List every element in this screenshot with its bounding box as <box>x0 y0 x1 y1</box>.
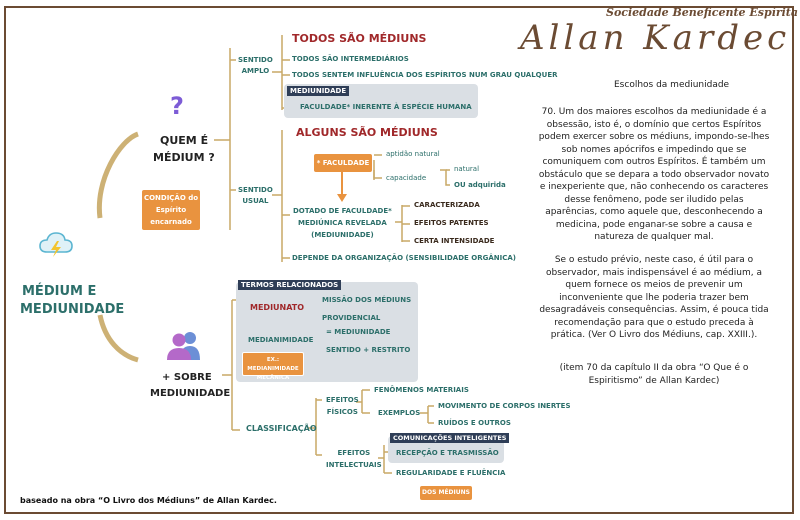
allan-kardec-logo: Allan Kardec <box>520 18 791 58</box>
panel-paragraph-2: Se o estudo prévio, neste caso, é útil p… <box>539 255 769 340</box>
footer-credit: baseado na obra “O Livro dos Médiuns” de… <box>20 496 277 505</box>
todos-title: TODOS SÃO MÉDIUNS <box>292 32 427 45</box>
dos-mediuns-box: DOS MÉDIUNS <box>420 486 472 500</box>
certa-intensidade: CERTA INTENSIDADE <box>414 237 495 245</box>
quem-label-line2: MÉDIUM ? <box>153 151 215 164</box>
regularidade-label: REGULARIDADE E FLUÊNCIA <box>396 469 506 477</box>
comunicacoes-tag: COMUNICAÇÕES INTELIGENTES <box>390 433 510 443</box>
caracterizada: CARACTERIZADA <box>414 201 480 209</box>
sobre-label-line1: + SOBRE <box>162 372 212 383</box>
page-border <box>4 6 794 514</box>
panel-paragraph-3: (item 70 da capítulo II da obra “O Que é… <box>559 363 749 386</box>
mediunato-item-2: PROVIDENCIAL <box>322 314 381 322</box>
sobre-label-line2: MEDIUNIDADE <box>150 388 231 399</box>
quem-label-line1: QUEM É <box>160 134 209 147</box>
root-label-line1: MÉDIUM E <box>22 284 97 299</box>
medianimidade-item-2: SENTIDO + RESTRITO <box>326 346 411 354</box>
classificacao-label: CLASSIFICAÇÃO <box>246 424 317 433</box>
capacidade-label: capacidade <box>386 174 427 182</box>
recepcao-label: RECEPÇÃO E TRASMISSÃO <box>396 449 499 457</box>
faculdade-box: * FACULDADE <box>314 154 372 172</box>
question-mark-icon: ? <box>170 92 184 120</box>
root-label-line2: MEDIUNIDADE <box>20 302 125 317</box>
todos-item-1: TODOS SÃO INTERMEDIÁRIOS <box>292 55 409 63</box>
alguns-title: ALGUNS SÃO MÉDIUNS <box>296 126 438 139</box>
medianimidade-label: MEDIANIMIDADE <box>248 336 314 344</box>
natural-label: natural <box>454 165 480 173</box>
exemplos-label: EXEMPLOS <box>378 409 421 417</box>
exemplos-item-2: RUÍDOS E OUTROS <box>438 419 511 427</box>
panel-paragraph-1: 70. Um dos maiores escolhos da mediunida… <box>538 107 770 242</box>
society-name: Sociedade Beneficente Espírita <box>606 6 799 19</box>
efeitos-patentes: EFEITOS PATENTES <box>414 219 489 227</box>
adquirida-label: OU adquirida <box>454 181 506 189</box>
todos-item-2: TODOS SENTEM INFLUÊNCIA DOS ESPÍRITOS NU… <box>292 71 558 79</box>
mediunato-item-1: MISSÃO DOS MÉDIUNS <box>322 296 412 304</box>
mediunidade-tag: MEDIUNIDADE <box>287 86 350 96</box>
depende-label: DEPENDE DA ORGANIZAÇÃO (SENSIBILIDADE OR… <box>292 254 516 262</box>
fenomenos-label: FENÔMENOS MATERIAIS <box>374 386 469 394</box>
dotado-label: DOTADO DE FACULDADE*MEDIÚNICA REVELADA(M… <box>293 207 392 239</box>
cloud-lightning-icon <box>38 228 74 262</box>
termos-tag: TERMOS RELACIONADOS <box>238 280 342 290</box>
faculdade-inerente: FACULDADE* INERENTE À ESPÉCIE HUMANA <box>300 103 472 111</box>
people-icon <box>164 330 206 364</box>
medianimidade-item-1: = MEDIUNIDADE <box>326 328 391 336</box>
mediunato-label: MEDIUNATO <box>250 303 305 312</box>
aptidao-label: aptidão natural <box>386 150 440 158</box>
exemplos-item-1: MOVIMENTO DE CORPOS INERTES <box>438 402 571 410</box>
panel-title: Escolhos da mediunidade <box>614 80 730 90</box>
